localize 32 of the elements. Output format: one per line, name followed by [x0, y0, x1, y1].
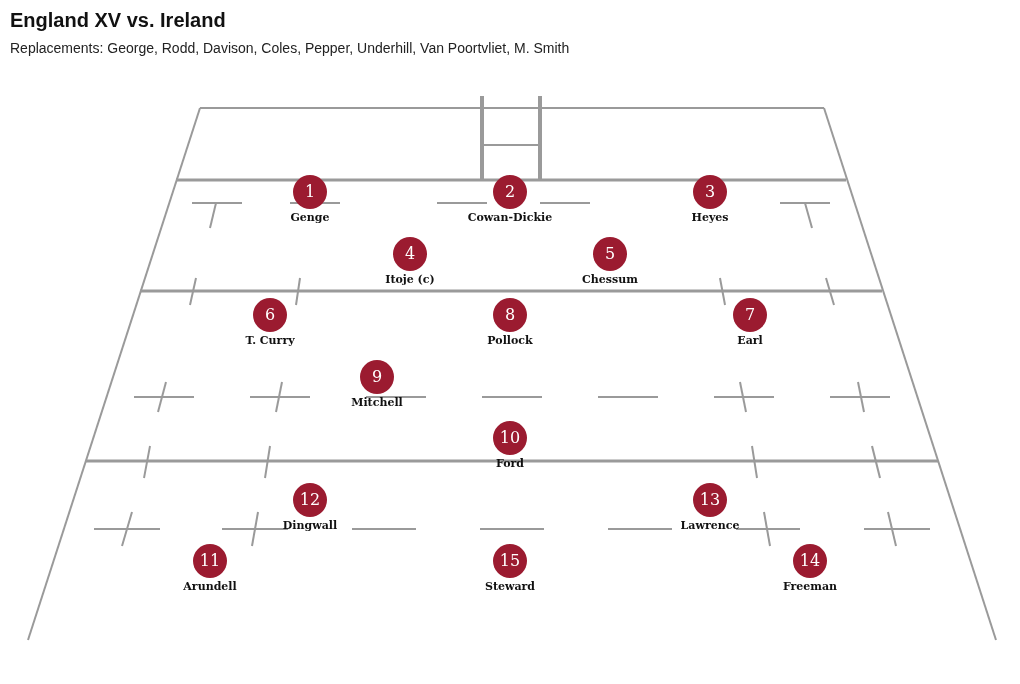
player-number-marker: 11: [193, 544, 227, 578]
player-name: Cowan-Dickie: [467, 211, 553, 224]
player-name: Freeman: [782, 580, 838, 593]
player-number-marker: 8: [493, 298, 527, 332]
replacements-note: Replacements: George, Rodd, Davison, Coles, Pepper, Underhill, Van Poortvliet, M. Smith: [10, 40, 570, 56]
player-name: Genge: [290, 211, 330, 224]
player-name: Chessum: [582, 273, 638, 286]
player-number-marker: 12: [293, 483, 327, 517]
player-name: Arundell: [183, 580, 237, 593]
player-number-marker: 1: [293, 175, 327, 209]
player-name: Pollock: [487, 334, 533, 347]
player-name: Lawrence: [680, 519, 740, 532]
player-name: Mitchell: [351, 396, 403, 409]
player-number-marker: 10: [493, 421, 527, 455]
player-number-marker: 14: [793, 544, 827, 578]
player-number-marker: 2: [493, 175, 527, 209]
player-number-marker: 6: [253, 298, 287, 332]
player-number-marker: 3: [693, 175, 727, 209]
player-name: T. Curry: [245, 334, 295, 347]
player-name: Steward: [484, 580, 536, 593]
player-number-marker: 15: [493, 544, 527, 578]
player-number-marker: 4: [393, 237, 427, 271]
player-name: Dingwall: [282, 519, 338, 532]
player-name: Itoje (c): [385, 273, 435, 286]
player-name: Ford: [495, 457, 524, 470]
player-name: Heyes: [691, 211, 729, 224]
player-number-marker: 13: [693, 483, 727, 517]
player-number-marker: 7: [733, 298, 767, 332]
player-name: Earl: [737, 334, 763, 347]
player-number-marker: 9: [360, 360, 394, 394]
title: England XV vs. Ireland: [10, 9, 226, 32]
player-number-marker: 5: [593, 237, 627, 271]
